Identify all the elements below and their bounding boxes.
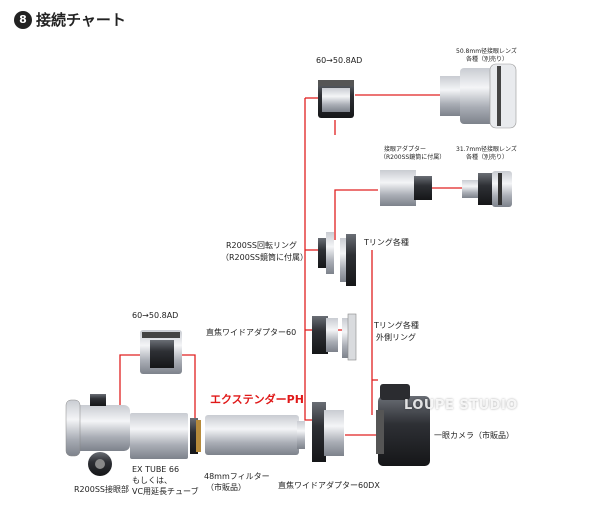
title-text: 接続チャート [36,11,126,29]
extender-ph [205,415,305,455]
label-eyepiece-base: R200SS接眼部 [74,485,129,494]
camera-body [376,384,430,466]
label-adapter-2: （R200SS鏡筒に付属） [380,154,446,161]
t-ring [340,234,356,286]
label-extube-2: もしくは、 [132,476,172,485]
label-ep508-1: 50.8mm径接眼レンズ [456,48,517,55]
label-rotring-1: R200SS回転リング [226,241,297,250]
label-ep317-1: 31.7mm径接眼レンズ [456,146,517,153]
label-tring-outer-1: Tリング各種 [374,321,419,330]
label-tring: Tリング各種 [364,238,409,247]
t-ring-outer [342,313,357,361]
step-number-badge: 8 [14,10,32,29]
label-ep317-2: 各種（別売り） [466,154,509,161]
label-ad-top: 60→50.8AD [316,56,363,65]
label-filter-1: 48mmフィルター [204,472,270,481]
label-ep508-2: 各種（別売り） [466,56,509,63]
wide-adapter-60dx [312,402,344,462]
eyepiece-508 [440,63,517,129]
label-camera: 一眼カメラ（市販品） [434,431,514,440]
label-extube-1: EX TUBE 66 [132,465,180,474]
label-ad-left: 60→50.8AD [132,311,179,320]
filter-48mm [190,418,201,454]
label-wide60: 直焦ワイドアダプター60 [206,328,297,337]
label-tring-outer-2: 外側リング [376,333,416,342]
wide-adapter-60 [312,316,338,354]
label-extender: エクステンダーPH [210,393,304,406]
eyepiece-317 [462,171,512,207]
eyepiece-adapter [380,170,432,206]
rotating-ring [318,232,334,274]
ex-tube [130,413,188,459]
adapter-60-508-left [140,330,182,374]
label-filter-2: （市販品） [206,483,246,492]
page-title: 8 接続チャート [14,9,126,30]
label-extube-3: VC用延長チューブ [132,487,199,496]
adapter-60-508-top [318,80,354,118]
label-rotring-2: （R200SS鏡筒に付属） [221,253,308,262]
watermark-logo: LOUPE STUDIO [404,398,518,413]
focuser-base [65,394,130,476]
label-adapter-1: 接眼アダプター [384,146,427,153]
label-wide60dx: 直焦ワイドアダプター60DX [278,481,380,490]
